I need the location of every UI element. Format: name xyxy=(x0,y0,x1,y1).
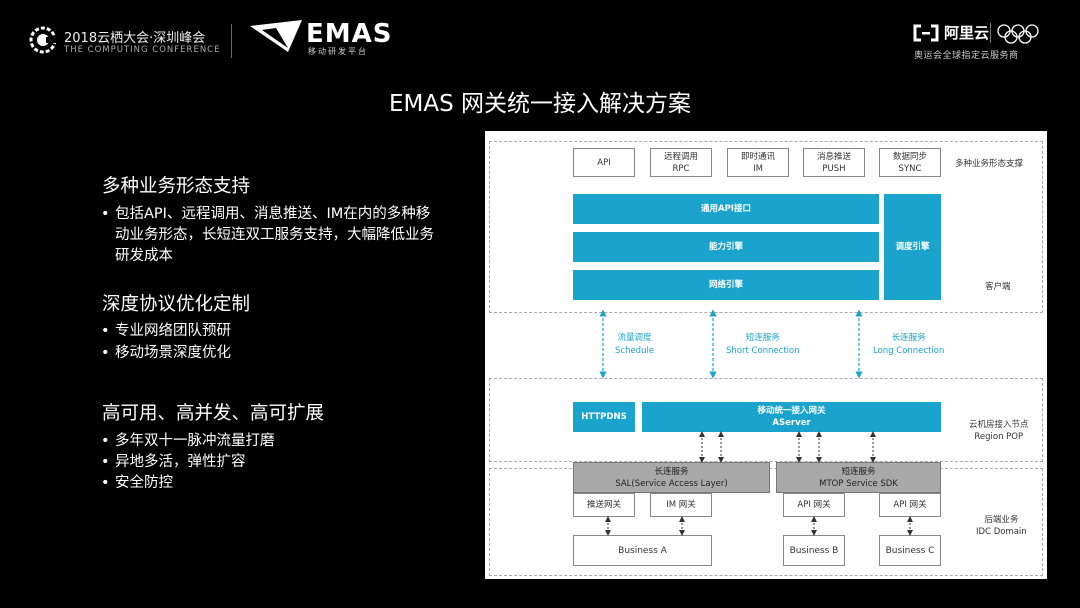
bullet-dot: • xyxy=(101,323,110,339)
olympic-rings-icon xyxy=(997,24,1039,44)
bullet-item: • 包括API、远程调用、消息推送、IM在内的多种移动业务形态，长短连双工服务支… xyxy=(101,206,434,264)
client-label: 客户端 xyxy=(985,282,1011,292)
business-c-box: Business C xyxy=(879,535,941,566)
bullet-item: • 安全防控 xyxy=(101,473,442,494)
bullet-item: • 专业网络团队预研 xyxy=(101,321,442,342)
sync-box: 数据同步 SYNC xyxy=(879,148,941,177)
section-heading-protocol: 深度协议优化定制 xyxy=(102,294,251,315)
computing-conference-logo xyxy=(29,26,58,54)
bullet-item: • 多年双十一脉冲流量打磨 xyxy=(101,431,442,452)
aliyun-subtitle: 奥运会全球指定云服务商 xyxy=(914,51,1019,61)
schedule-connection-label: 流量调度 Schedule xyxy=(615,333,655,356)
sal-long-service-bar: 长连服务 SAL(Service Access Layer) xyxy=(573,462,770,493)
page-title: EMAS 网关统一接入解决方案 xyxy=(388,91,692,117)
business-b-box: Business B xyxy=(783,535,845,566)
client-zone xyxy=(489,141,1043,313)
business-a-box: Business A xyxy=(573,535,712,566)
aserver-gateway-bar: 移动统一接入网关 AServer xyxy=(642,402,941,432)
bullet-dot: • xyxy=(101,475,110,491)
architecture-diagram: API 远程调用 RPC 即时通讯 IM 消息推送 PUSH 数据同步 SYNC… xyxy=(485,131,1047,579)
section-heading-availability: 高可用、高并发、高可扩展 xyxy=(102,403,325,424)
short-connection-label: 短连服务 Short Connection xyxy=(726,333,800,356)
business-forms-label: 多种业务形态支撑 xyxy=(955,159,1024,169)
bullet-dot: • xyxy=(101,345,110,361)
bullet-dot: • xyxy=(101,206,110,222)
emas-wordmark: EMAS xyxy=(306,19,393,49)
header-divider xyxy=(231,24,232,58)
bullet-item: • 移动场景深度优化 xyxy=(101,343,442,364)
aliyun-divider xyxy=(990,23,991,43)
httpdns-bar: HTTPDNS xyxy=(573,402,635,432)
rpc-box: 远程调用 RPC xyxy=(650,148,712,177)
push-gateway-box: 推送网关 xyxy=(573,493,635,517)
common-api-bar: 通用API接口 xyxy=(573,194,879,224)
im-box: 即时通讯 IM xyxy=(727,148,789,177)
connection-arrows xyxy=(599,309,913,536)
bullet-item: • 异地多活，弹性扩容 xyxy=(101,452,442,473)
emas-subtitle: 移动研发平台 xyxy=(308,47,368,56)
scheduler-engine-bar: 调度引擎 xyxy=(884,194,941,300)
capability-engine-bar: 能力引擎 xyxy=(573,232,879,262)
conference-title: 2018云栖大会·深圳峰会 xyxy=(64,31,206,46)
bullet-dot: • xyxy=(101,454,110,470)
push-box: 消息推送 PUSH xyxy=(803,148,865,177)
region-pop-zone xyxy=(489,378,1043,462)
aliyun-wordmark: 阿里云 xyxy=(944,24,990,42)
api-box: API xyxy=(573,148,635,177)
conference-subtitle: THE COMPUTING CONFERENCE xyxy=(64,45,221,55)
bullet-dot: • xyxy=(101,433,110,449)
aliyun-logo-icon xyxy=(913,24,939,42)
mtop-short-service-bar: 短连服务 MTOP Service SDK xyxy=(776,462,941,493)
idc-domain-label: 后端业务 IDC Domain xyxy=(976,515,1027,537)
network-engine-bar: 网络引擎 xyxy=(573,270,879,300)
region-pop-label: 云机房接入节点 Region POP xyxy=(969,420,1029,442)
section-heading-business-forms: 多种业务形态支持 xyxy=(102,176,251,197)
emas-logo-icon xyxy=(250,20,302,52)
long-connection-label: 长连服务 Long Connection xyxy=(873,333,945,356)
